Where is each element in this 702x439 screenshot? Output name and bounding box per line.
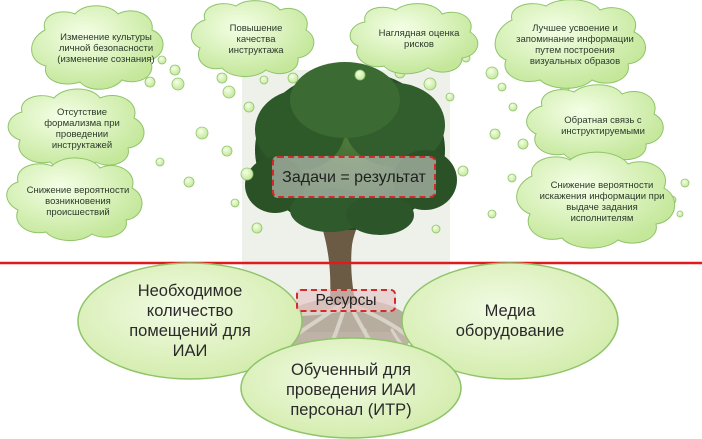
oval-shape-premises <box>77 262 303 380</box>
cloud-shape-visual <box>494 0 646 89</box>
resources-label: Ресурсы <box>296 289 396 312</box>
oval-media-equipment: Медиа оборудование <box>455 302 565 340</box>
cloud-shape-formalism <box>7 88 145 170</box>
cloud-culture: Изменение культуры личной безопасности (… <box>57 31 155 65</box>
cloud-distortion-reduction: Снижение вероятности искажения информаци… <box>539 180 665 224</box>
cloud-shape-distortion <box>516 151 676 249</box>
cloud-visual-memory: Лучшее усвоение и запоминание информации… <box>516 23 634 67</box>
cloud-shape-quality <box>190 0 315 77</box>
oval-shape-staff <box>240 337 462 439</box>
cloud-instruction-quality: Повышение качества инструктажа <box>228 22 284 56</box>
oval-trained-staff: Обученный для проведения ИАИ персонал (И… <box>285 361 417 419</box>
cloud-shape-feedback <box>526 84 664 163</box>
cloud-shape-incidents <box>6 157 143 241</box>
cloud-risk-assessment: Наглядная оценка рисков <box>378 28 460 50</box>
cloud-no-formalism: Отсутствие формализма при проведении инс… <box>44 107 120 151</box>
cloud-feedback: Обратная связь с инструктируемыми <box>561 115 645 137</box>
tasks-result-label: Задачи = результат <box>272 156 436 198</box>
oval-premises: Необходимое количество помещений для ИАИ <box>129 282 251 360</box>
oval-shape-media <box>401 262 619 380</box>
cloud-incident-reduction: Снижение вероятности возникновения проис… <box>26 184 130 218</box>
cloud-shape-culture <box>31 5 164 90</box>
cloud-shape-risk <box>349 3 479 75</box>
